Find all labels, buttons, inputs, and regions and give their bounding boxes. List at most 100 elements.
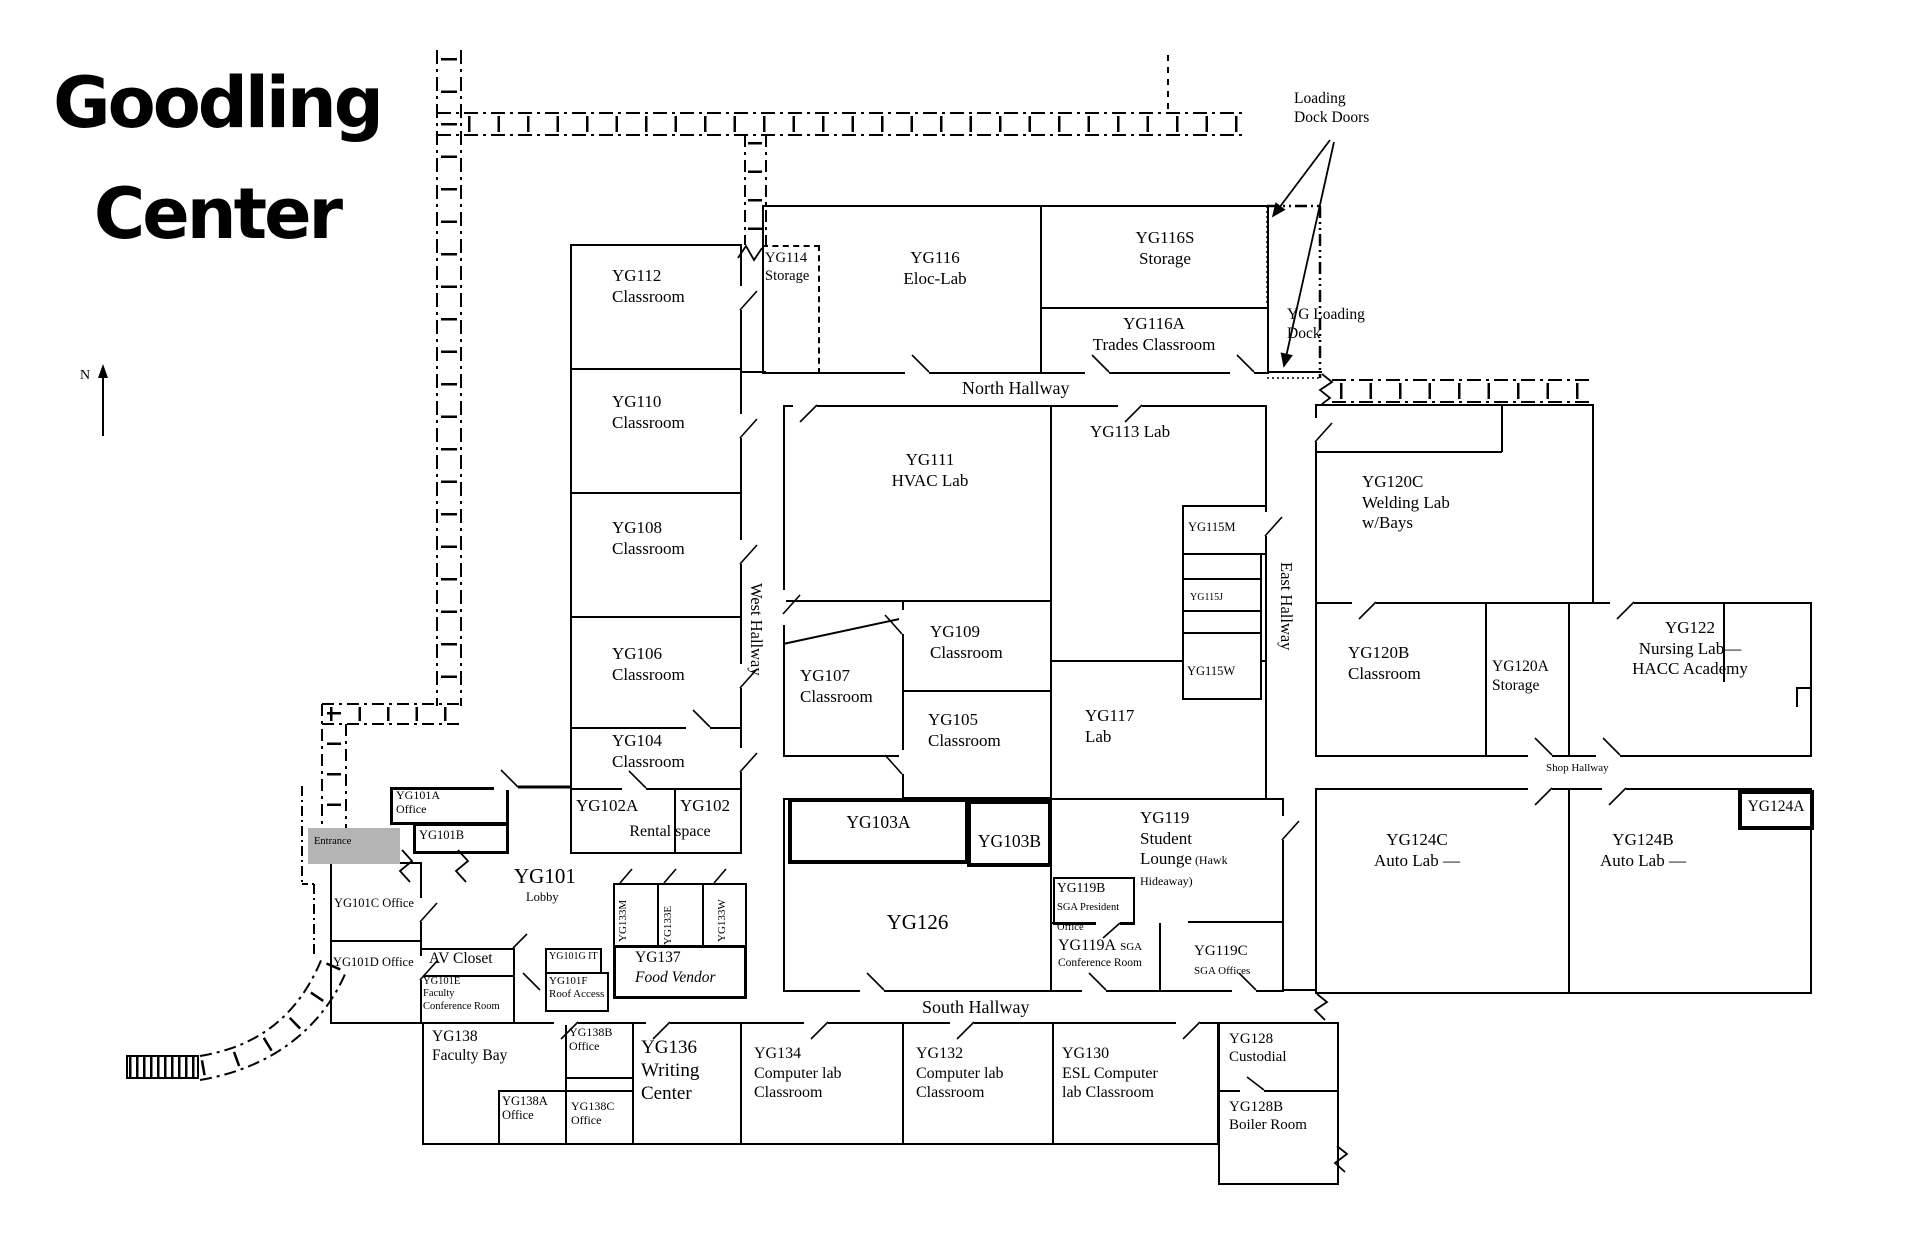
label-yg-loading-dock: YG Loading Dock <box>1287 306 1365 342</box>
label-yg116s: YG116S Storage <box>1135 228 1195 268</box>
room-yg115w <box>1182 632 1262 700</box>
room-yg130 <box>1052 1022 1219 1145</box>
label-yg128b: YG128B Boiler Room <box>1229 1099 1307 1134</box>
compass-n-label: N <box>80 368 91 383</box>
label-yg119b-sub: SGA President Office <box>1057 902 1120 933</box>
room-yg112 <box>570 244 742 370</box>
label-yg101e: YG101E Faculty Conference Room <box>423 976 500 1012</box>
label-yg112: YG112 Classroom <box>612 266 685 306</box>
room-yg103a <box>788 798 969 864</box>
loading-dock-outline <box>1266 204 1322 379</box>
room-yg122 <box>1568 602 1812 757</box>
label-yg138a: YG138A Office <box>502 1094 548 1123</box>
room-yg101e <box>420 975 515 1024</box>
label-yg119a-sub: Conference Room <box>1058 956 1142 969</box>
label-yg119b-code: YG119B <box>1057 880 1106 895</box>
label-yg116a: YG116A Trades Classroom <box>1092 314 1216 354</box>
label-yg138c: YG138C Office <box>571 1099 615 1127</box>
label-yg138b: YG138B Office <box>569 1025 613 1053</box>
label-yg133e: YG133E <box>662 905 674 945</box>
label-yg119-sub: (Hawk Hideaway) <box>1140 853 1228 889</box>
label-yg111: YG111 HVAC Lab <box>891 450 969 490</box>
label-yg126: YG126 <box>886 910 949 934</box>
label-shop-hallway: Shop Hallway <box>1546 762 1609 774</box>
label-yg114: YG114 Storage <box>765 250 810 284</box>
north-arrow <box>98 364 108 436</box>
label-yg104: YG104 Classroom <box>612 731 685 771</box>
label-av-closet: AV Closet <box>429 950 493 967</box>
label-east-hallway: East Hallway <box>1277 562 1297 651</box>
page-title: Goodling Center <box>53 62 384 255</box>
room-yg119b <box>1053 877 1135 925</box>
label-yg128: YG128 Custodial <box>1229 1031 1287 1066</box>
label-yg137-sub: Food Vendor <box>635 968 716 986</box>
label-yg133m: YG133M <box>617 899 629 942</box>
room-yg133-block <box>613 883 747 947</box>
label-loading-dock-doors: Loading Dock Doors <box>1294 90 1370 126</box>
room-yg132 <box>902 1022 1054 1145</box>
label-yg133w: YG133W <box>716 899 728 942</box>
room-yg114 <box>762 245 820 374</box>
stairs-hatch <box>126 1055 199 1079</box>
label-yg108: YG108 Classroom <box>612 518 685 558</box>
label-yg134: YG134 Computer lab Classroom <box>754 1045 842 1102</box>
room-yg120a <box>1485 602 1570 757</box>
label-yg132: YG132 Computer lab Classroom <box>916 1045 1004 1102</box>
label-yg130: YG130 ESL Computer lab Classroom <box>1062 1045 1158 1102</box>
label-yg117: YG117 Lab <box>1085 706 1135 746</box>
label-yg119a: YG119A SGA Conference Room <box>1058 936 1142 970</box>
room-yg115-cell2 <box>1182 610 1262 634</box>
room-yg102 <box>674 788 742 854</box>
room-yg115-cell1 <box>1182 553 1262 580</box>
label-south-hallway: South Hallway <box>922 997 1030 1017</box>
room-yg120b <box>1315 602 1487 757</box>
label-yg115j: YG115J <box>1190 592 1223 603</box>
room-yg120c <box>1315 404 1594 604</box>
label-yg101d: YG101D Office <box>333 955 414 969</box>
room-yg107 <box>783 625 904 757</box>
label-yg119c-code: YG119C <box>1194 943 1248 959</box>
room-yg138c <box>565 1090 634 1145</box>
label-yg101f: YG101F Roof Access <box>549 975 605 1001</box>
label-yg113: YG113 Lab <box>1090 422 1171 441</box>
label-rental-space: Rental space <box>629 823 711 840</box>
label-yg115w: YG115W <box>1187 664 1236 678</box>
label-yg124b: YG124B Auto Lab — <box>1600 830 1686 870</box>
entrance-box <box>308 828 400 864</box>
label-yg119b: YG119B SGA President Office <box>1057 880 1119 936</box>
label-yg119c: YG119C SGA Offices <box>1194 942 1250 980</box>
label-yg109: YG109 Classroom <box>930 622 1003 662</box>
label-yg122: YG122 Nursing Lab— HACC Academy <box>1632 618 1748 679</box>
label-yg110: YG110 Classroom <box>612 392 685 432</box>
label-yg124c: YG124C Auto Lab — <box>1374 830 1460 870</box>
label-yg119c-sub: SGA Offices <box>1194 965 1251 978</box>
label-yg124a: YG124A <box>1747 798 1805 815</box>
label-yg103b: YG103B <box>977 831 1042 851</box>
label-yg136: YG136 Writing Center <box>641 1037 700 1105</box>
room-yg110 <box>570 368 742 494</box>
room-yg137 <box>613 945 747 999</box>
label-yg116: YG116 Eloc-Lab <box>903 248 967 288</box>
label-yg119-main: YG119 Student Lounge <box>1140 808 1192 869</box>
room-yg116s <box>1040 205 1269 309</box>
label-yg119a-code: YG119A <box>1058 937 1117 954</box>
label-yg120c: YG120C Welding Lab w/Bays <box>1362 472 1450 533</box>
label-yg101b: YG101B <box>419 828 465 842</box>
room-yg134 <box>740 1022 904 1145</box>
label-yg101-code: YG101 <box>514 864 576 888</box>
room-yg124a <box>1738 790 1814 830</box>
label-yg102: YG102 <box>680 796 731 815</box>
label-yg137-code: YG137 <box>635 949 681 966</box>
label-yg101a: YG101A Office <box>396 788 440 816</box>
room-yg116a <box>1040 307 1269 374</box>
label-yg119a-tag: SGA <box>1120 941 1143 953</box>
label-yg115m: YG115M <box>1188 520 1236 534</box>
room-yg105 <box>902 690 1052 799</box>
room-yg116 <box>762 205 1042 374</box>
room-yg101f <box>545 972 609 1012</box>
label-yg120a: YG120A Storage <box>1492 658 1549 694</box>
label-west-hallway: West Hallway <box>747 583 767 676</box>
label-yg102a: YG102A <box>576 796 639 815</box>
